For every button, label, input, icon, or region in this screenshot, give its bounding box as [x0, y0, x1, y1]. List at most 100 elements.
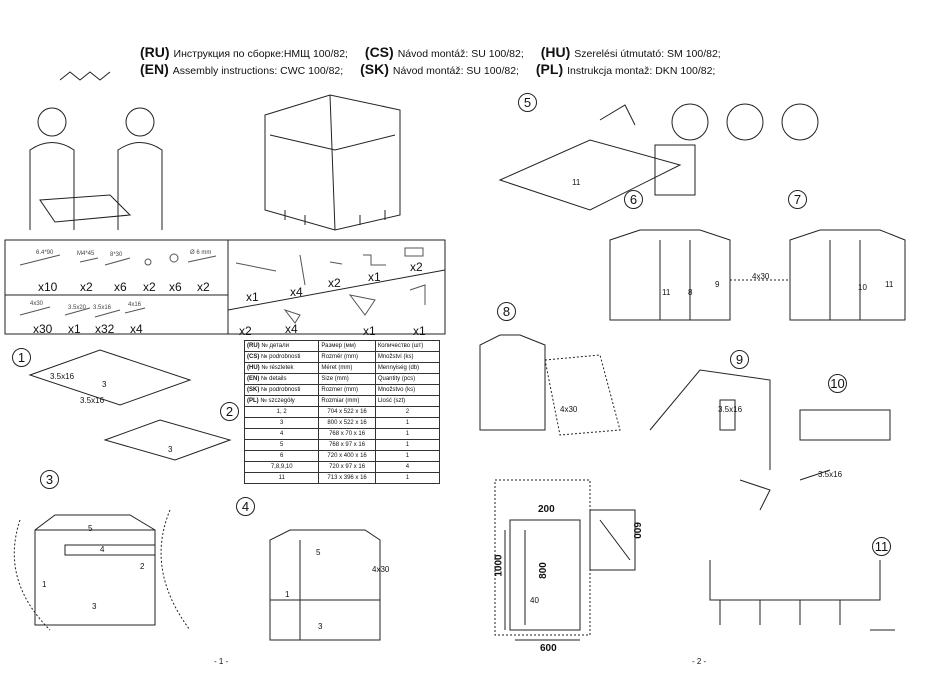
- header-cell: Rozmer (mm): [318, 384, 376, 396]
- table-cell: 704 x 522 x 16: [318, 406, 376, 418]
- step-number: 4: [236, 497, 255, 516]
- table-cell: 1: [374, 417, 441, 429]
- screw-label: 3.5x16: [80, 396, 105, 405]
- hw-size: 8*30: [110, 252, 123, 258]
- table-cell: 768 x 70 x 16: [318, 428, 376, 440]
- hw-size: 4x16: [128, 302, 142, 308]
- step-number: 9: [730, 350, 749, 369]
- dimension-label: 40: [530, 596, 539, 605]
- table-cell: 7,8,9,10: [243, 461, 320, 473]
- header-cell: Llość (szt): [374, 395, 441, 407]
- hw-qty: x30: [33, 322, 53, 336]
- hw-qty: x2: [143, 280, 156, 294]
- screw-label: 4x30: [372, 565, 390, 574]
- screw-label: 3.5x16: [718, 405, 743, 414]
- step-number: 8: [497, 302, 516, 321]
- part-label: 3: [168, 445, 173, 454]
- header-line-1: (RU)Инструкция по сборке:НМЩ 100/82; (CS…: [140, 44, 721, 60]
- step-number: 11: [872, 537, 891, 556]
- part-label: 8: [688, 288, 693, 297]
- hw-size: 3.5x16: [93, 305, 112, 311]
- dimension-label: 200: [538, 504, 555, 515]
- table-cell: 1: [374, 428, 441, 440]
- hw-qty: x2: [197, 280, 210, 294]
- header-cell: Размер (мм): [318, 340, 376, 352]
- header-cell: (EN) № details: [243, 373, 320, 385]
- part-label: 1: [285, 590, 290, 599]
- table-cell: 1: [374, 450, 441, 462]
- header-line-2: (EN)Assembly instructions: CWC 100/82; (…: [140, 61, 716, 77]
- table-cell: 6: [243, 450, 320, 462]
- header-cell: Rozmiar (mm): [318, 395, 376, 407]
- table-cell: 1: [374, 439, 441, 451]
- part-label: 5: [88, 524, 93, 533]
- part-label: 1: [42, 580, 47, 589]
- header-cell: Méret (mm): [318, 362, 376, 374]
- fit-qty: x4: [285, 322, 298, 336]
- hw-qty: x32: [95, 322, 115, 336]
- header-cell: (RU) № детали: [243, 340, 320, 352]
- part-label: 3: [318, 622, 323, 631]
- header-cell: (PL) № szczegóły: [243, 395, 320, 407]
- hw-qty: x6: [169, 280, 182, 294]
- header-cell: Rozměr (mm): [318, 351, 376, 363]
- part-label: 5: [316, 548, 321, 557]
- screw-label: 3.5x16: [50, 372, 75, 381]
- step-number: 7: [788, 190, 807, 209]
- page-number: - 2 -: [692, 657, 707, 666]
- step-number: 2: [220, 402, 239, 421]
- header-cell: Size (mm): [318, 373, 376, 385]
- table-cell: 11: [243, 472, 320, 484]
- header-cell: Quantity (pcs): [374, 373, 441, 385]
- part-label: 11: [885, 280, 894, 289]
- hw-qty: x6: [114, 280, 127, 294]
- table-cell: 800 x 522 x 16: [318, 417, 376, 429]
- dimension-label: 1000: [493, 554, 505, 577]
- step-number: 5: [518, 93, 537, 112]
- fit-qty: x1: [363, 324, 376, 338]
- screw-label: 4x30: [752, 272, 770, 281]
- hw-size: Ø 6 mm: [190, 250, 212, 256]
- table-cell: 1, 2: [243, 406, 320, 418]
- fit-qty: x2: [239, 324, 252, 338]
- cabinet-overview: [264, 94, 401, 231]
- header-cell: (HU) № részletek: [243, 362, 320, 374]
- hw-qty: x1: [68, 322, 81, 336]
- step-number: 1: [12, 348, 31, 367]
- table-cell: 3: [243, 417, 320, 429]
- header-cell: Množství (ks): [374, 351, 441, 363]
- dimension-label: 800: [537, 562, 549, 579]
- part-label: 4: [100, 545, 105, 554]
- hw-qty: x10: [38, 280, 58, 294]
- page-number: - 1 -: [214, 657, 229, 666]
- part-label: 3: [92, 602, 97, 611]
- fit-qty: x4: [290, 285, 303, 299]
- screw-label: 3.5x16: [818, 470, 843, 479]
- table-cell: 4: [374, 461, 441, 473]
- fit-qty: x1: [246, 290, 259, 304]
- table-cell: 720 x 400 x 16: [318, 450, 376, 462]
- table-cell: 713 x 396 x 16: [318, 472, 376, 484]
- part-label: 10: [858, 283, 867, 292]
- two-people-illustration: [29, 71, 163, 230]
- table-cell: 2: [374, 406, 441, 418]
- part-label: 3: [102, 380, 107, 389]
- step-number: 3: [40, 470, 59, 489]
- header-cell: Množstvo (ks): [374, 384, 441, 396]
- hw-size: 6.4*90: [36, 250, 54, 256]
- hw-size: M4*45: [77, 251, 95, 257]
